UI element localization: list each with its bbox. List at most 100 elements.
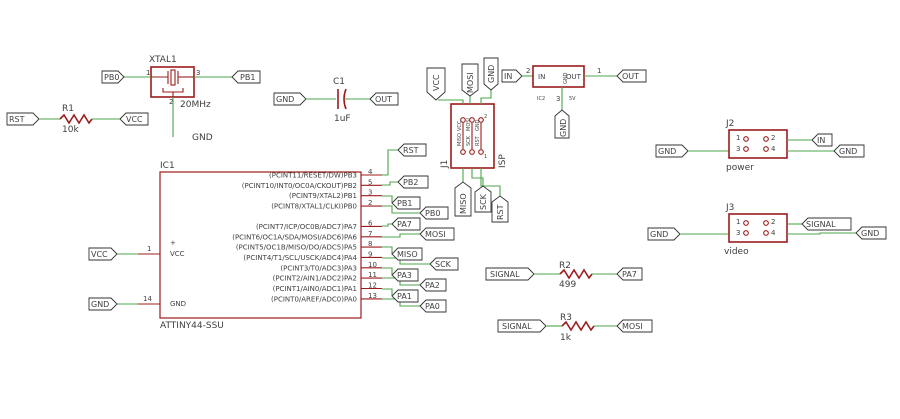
j1-label-vcc: VCC [457,120,463,131]
r2-resistor[interactable]: R2 499 [559,261,593,290]
net-label-pa3-ic1[interactable]: PA3 [391,268,419,282]
j3-body [728,213,788,243]
j3-video-header[interactable]: J3 1 2 3 4 video [724,203,788,257]
svg-text:OUT: OUT [375,95,392,104]
net-label-in-ic2[interactable]: IN [501,69,523,83]
r2-name: R2 [559,261,571,271]
ic1-pin-number: 11 [368,271,377,279]
j2-name: J2 [725,119,734,129]
net-label-pb2-ic1[interactable]: PB2 [397,175,429,189]
j2-pin-1: 1 [736,134,740,142]
net-label-pa1-ic1[interactable]: PA1 [391,289,419,303]
j1-label-rst: RST [475,135,481,146]
net-label-signal-j3[interactable]: SIGNAL [801,217,852,231]
ic1-vcc-mark: + [170,239,176,247]
svg-text:PA7: PA7 [397,220,412,229]
j3-value: video [724,247,749,257]
svg-text:MOSI: MOSI [466,72,475,93]
net-label-gnd-j2-left[interactable]: GND [655,144,689,158]
ic1-pin-label: (PCINT7/ICP/OC0B/ADC7)PA7 [256,223,357,231]
net-label-out-ic2[interactable]: OUT [616,69,647,83]
j2-body [728,129,788,159]
ic2-in-pin: 2 [526,67,530,75]
svg-text:RST: RST [9,115,25,124]
net-label-pa2-ic1[interactable]: PA2 [419,278,447,292]
net-label-gnd-ic1[interactable]: GND [88,297,118,311]
net-label-signal-r2[interactable]: SIGNAL [485,267,535,281]
net-label-vcc-j1[interactable]: VCC [426,67,446,101]
ic2-regulator[interactable]: IN OUT GND IC2 5V 2 1 3 [526,65,601,103]
net-label-gnd-c1[interactable]: GND [273,92,307,106]
ic1-pin-number: 4 [368,168,373,176]
j3-pin-1: 1 [736,218,740,226]
r1-resistor[interactable]: R1 10k [59,104,93,135]
net-label-in-j2[interactable]: IN [811,133,833,147]
net-label-signal-r3[interactable]: SIGNAL [497,319,547,333]
ic1-pin-label: (PCINT2/AIN1/ADC2)PA2 [273,275,357,283]
svg-text:VCC: VCC [432,74,441,91]
j1-pin-1: 1 [484,154,487,160]
net-label-pb0-xtal[interactable]: PB0 [101,70,125,84]
svg-text:MOSI: MOSI [622,322,643,331]
net-label-rst-ic1[interactable]: RST [397,143,427,157]
svg-text:MOSI: MOSI [425,230,446,239]
net-label-mosi-j1[interactable]: MOSI [461,63,479,97]
j1-isp-header[interactable]: J1 ISP MISO SCK RST VCC MOSI GND 1 2 [440,103,508,169]
net-label-out-c1[interactable]: OUT [369,92,399,106]
net-label-mosi-ic1[interactable]: MOSI [419,227,455,241]
net-label-miso-ic1[interactable]: MISO [391,247,423,261]
ic1-pin-number: 6 [368,219,373,227]
net-label-vcc-ic1[interactable]: VCC [88,247,118,261]
svg-text:SIGNAL: SIGNAL [502,322,532,331]
xtal1-pin-3: 3 [196,69,200,77]
ic1-pin-number: 8 [368,240,372,248]
xtal1-name: XTAL1 [149,55,177,65]
ic1-pin-label: (PCINT0/AREF/ADC0)PA0 [271,295,357,303]
net-label-mosi-r3[interactable]: MOSI [616,319,653,333]
net-label-pb1-ic1[interactable]: PB1 [391,196,421,210]
ic1-pin-number: 10 [368,261,377,269]
net-label-rst-j1[interactable]: RST [491,195,509,223]
net-label-pa7-r2[interactable]: PA7 [616,267,643,281]
net-label-miso-j1[interactable]: MISO [454,181,472,217]
svg-text:VCC: VCC [91,250,108,259]
net-label-gnd-j2-right[interactable]: GND [833,144,865,158]
j2-pin-3: 3 [736,145,740,153]
xtal1-crystal[interactable]: XTAL1 1 3 2 20MHz [146,55,211,110]
net-label-pa7-ic1[interactable]: PA7 [391,217,421,231]
net-label-sck-j1[interactable]: SCK [474,185,492,213]
net-label-pb0-ic1[interactable]: PB0 [419,206,449,220]
svg-text:PA2: PA2 [425,281,440,290]
net-label-pa0-ic1[interactable]: PA0 [419,299,447,313]
net-label-gnd-j3-right[interactable]: GND [855,226,887,240]
net-label-vcc-r1[interactable]: VCC [119,112,149,126]
ic1-microcontroller[interactable]: IC1 ATTINY44-SSU + VCC GND 1 14 (PCINT11… [138,161,382,331]
j1-label-sck: SCK [466,135,472,146]
svg-text:PB0: PB0 [425,209,440,218]
net-label-rst-r1[interactable]: RST [6,112,40,126]
xtal1-pin-1: 1 [146,69,150,77]
j1-label-mosi: MOSI [466,118,472,131]
r3-resistor[interactable]: R3 1k [560,313,595,343]
c1-name: C1 [333,77,345,87]
svg-text:PA0: PA0 [425,302,440,311]
j2-value: power [726,163,754,173]
svg-text:GND: GND [861,229,879,238]
j3-pin-3: 3 [736,229,740,237]
net-label-gnd-j1[interactable]: GND [483,57,499,91]
svg-text:SCK: SCK [435,260,452,269]
svg-text:IN: IN [817,136,825,145]
ic1-pin-label: (PCINT4/T1/SCL/USCK/ADC4)PA4 [243,254,357,262]
ic1-pin-number: 5 [368,178,372,186]
j2-power-header[interactable]: J2 1 2 3 4 power [725,119,788,173]
ic1-pin-label: (PCINT11/RESET/DW)PB3 [269,172,357,180]
net-label-gnd-ic2[interactable]: GND [554,109,570,139]
c1-capacitor[interactable]: C1 1uF [333,77,351,124]
net-label-pb1-xtal[interactable]: PB1 [231,70,261,84]
ic1-pin-number: 13 [368,292,377,300]
j1-value: ISP [498,154,508,168]
net-label-gnd-j3-left[interactable]: GND [647,227,681,241]
net-label-sck-ic1[interactable]: SCK [429,257,459,271]
